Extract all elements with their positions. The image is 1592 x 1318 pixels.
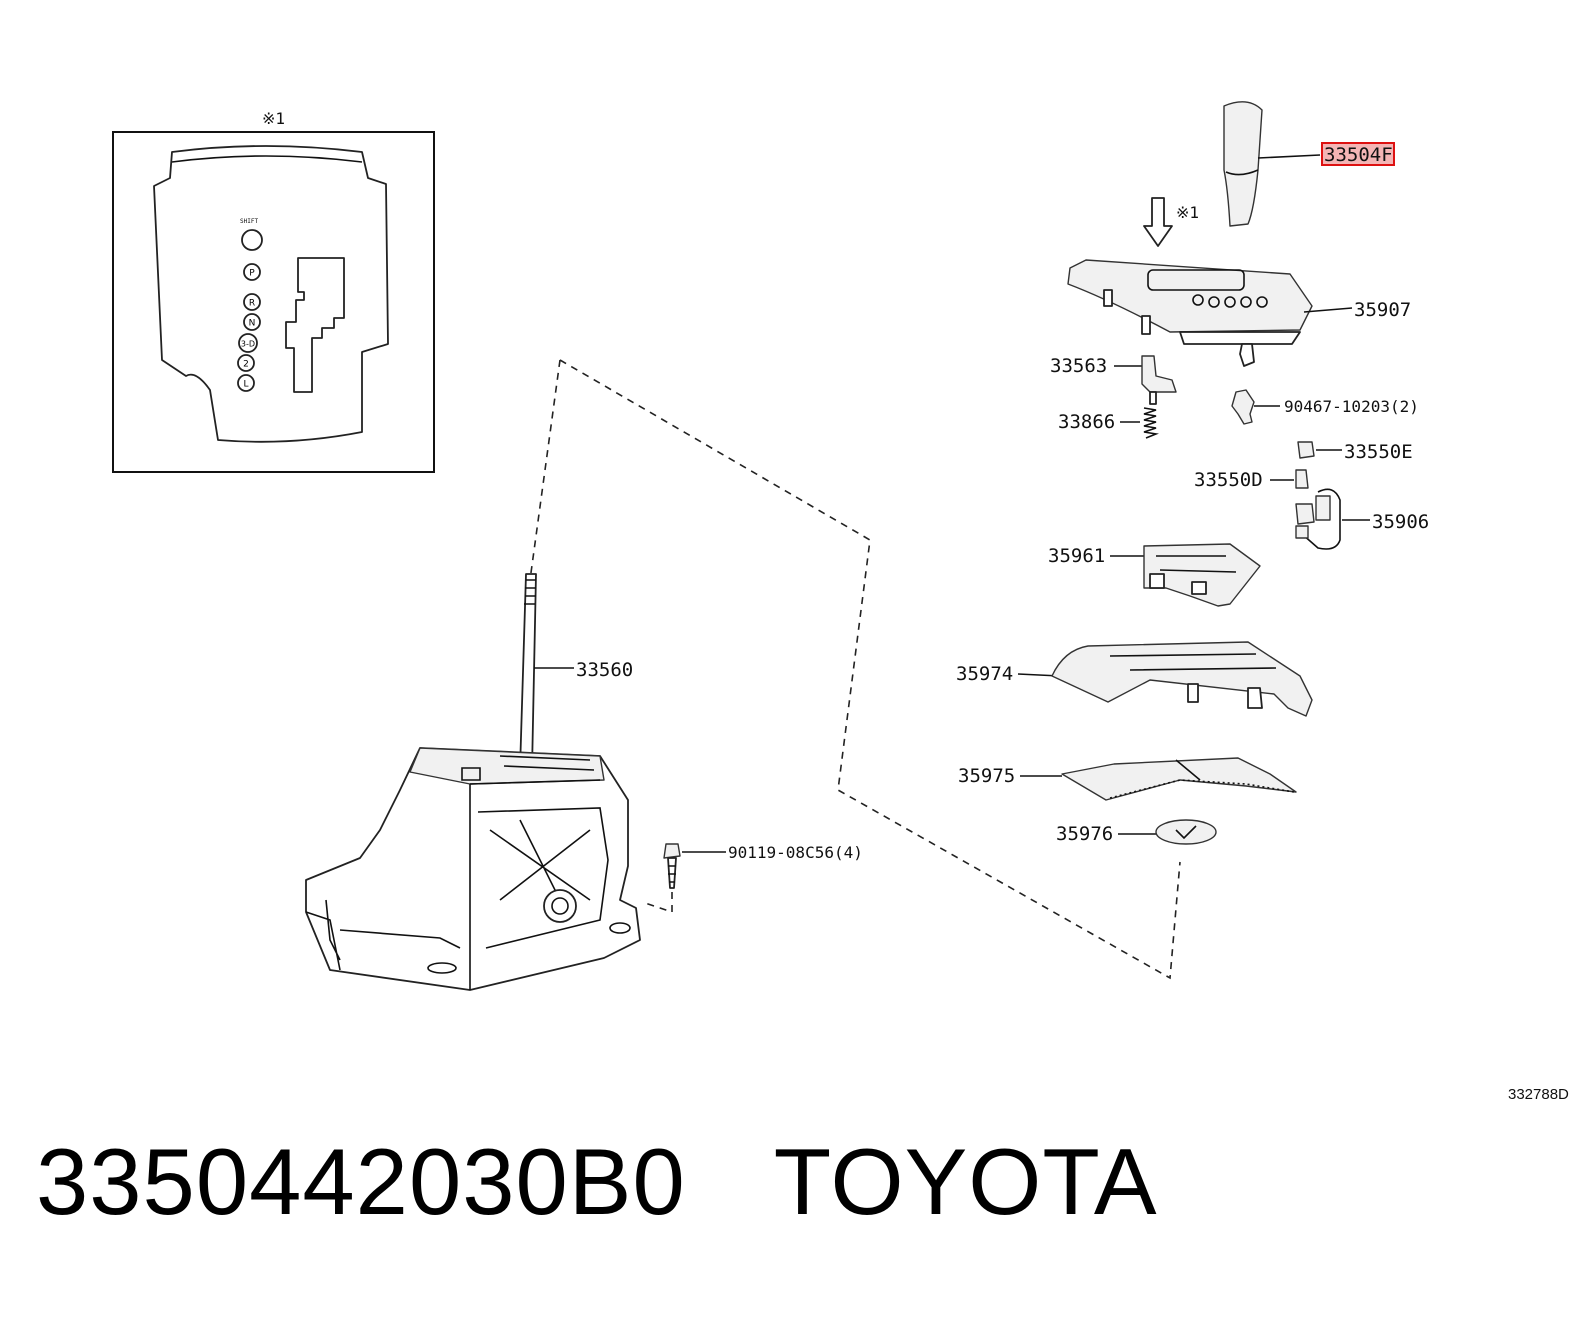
callout-35975[interactable]: 35975 xyxy=(958,765,1015,787)
inset-panel: ※1 SHIFT P R N 3-D 2 L xyxy=(112,109,435,473)
inset-gate-slot xyxy=(285,257,345,393)
gate-mark-p xyxy=(243,263,261,281)
callout-33550d[interactable]: 33550D xyxy=(1194,469,1263,491)
inset-bezel xyxy=(153,145,389,443)
callout-35907[interactable]: 35907 xyxy=(1354,299,1411,321)
spring xyxy=(1143,407,1159,439)
gate-mark-2 xyxy=(237,354,255,372)
callout-35961[interactable]: 35961 xyxy=(1048,545,1105,567)
gate-mark-r-label: R xyxy=(249,299,255,309)
gate-mark-n xyxy=(243,313,261,331)
gate-mark-n-label: N xyxy=(249,319,256,329)
callout-33560[interactable]: 33560 xyxy=(576,659,633,681)
arrow-note-mark: ※1 xyxy=(1176,203,1199,222)
brand-name: TOYOTA xyxy=(773,1129,1158,1234)
footer-title: 3350442030B0 TOYOTA xyxy=(36,1128,1158,1236)
clip xyxy=(1231,389,1255,425)
inset-tiny-label: SHIFT xyxy=(240,218,258,225)
indicator-housing xyxy=(1143,543,1261,607)
callout-33866[interactable]: 33866 xyxy=(1058,411,1115,433)
gate-mark-p-label: P xyxy=(249,269,255,279)
callout-35976[interactable]: 35976 xyxy=(1056,823,1113,845)
shift-knob xyxy=(1223,101,1263,227)
knob-callout-highlight xyxy=(1321,142,1395,166)
lock-release-button xyxy=(1141,355,1177,405)
gate-mark-3d xyxy=(238,333,258,353)
inset-mode-button xyxy=(241,229,263,251)
gate-mark-2-label: 2 xyxy=(243,360,249,370)
part-number: 3350442030B0 xyxy=(36,1129,686,1234)
assembly-dashed-outline xyxy=(559,359,1181,980)
gate-mark-l-label: L xyxy=(243,380,248,390)
inset-frame xyxy=(112,131,435,473)
inset-reference-arrow: ※1 xyxy=(1143,197,1199,247)
diagram-reference-code: 332788D xyxy=(1508,1086,1569,1103)
callout-90119-08c56[interactable]: 90119-08C56(4) xyxy=(728,843,863,862)
gate-mark-r xyxy=(243,293,261,311)
bolt xyxy=(663,843,681,889)
callout-35974[interactable]: 35974 xyxy=(956,663,1013,685)
callout-90467-10203[interactable]: 90467-10203(2) xyxy=(1284,397,1419,416)
callout-33563[interactable]: 33563 xyxy=(1050,355,1107,377)
lower-bezel xyxy=(1051,641,1313,717)
wire-harness xyxy=(1295,488,1341,550)
bulb-e xyxy=(1297,441,1315,459)
plate xyxy=(1155,819,1217,845)
shift-lever-base xyxy=(305,747,641,991)
callout-33504f[interactable]: 33504F xyxy=(1324,144,1393,166)
callout-35906[interactable]: 35906 xyxy=(1372,511,1429,533)
inset-note-mark: ※1 xyxy=(262,109,285,128)
bulb-d xyxy=(1295,469,1309,489)
upper-bezel xyxy=(1067,259,1313,367)
slide-cover xyxy=(1061,757,1297,801)
gate-mark-3d-label: 3-D xyxy=(241,340,255,349)
shift-lever-rod xyxy=(519,573,537,771)
gate-mark-l xyxy=(237,374,255,392)
callout-33550e[interactable]: 33550E xyxy=(1344,441,1413,463)
